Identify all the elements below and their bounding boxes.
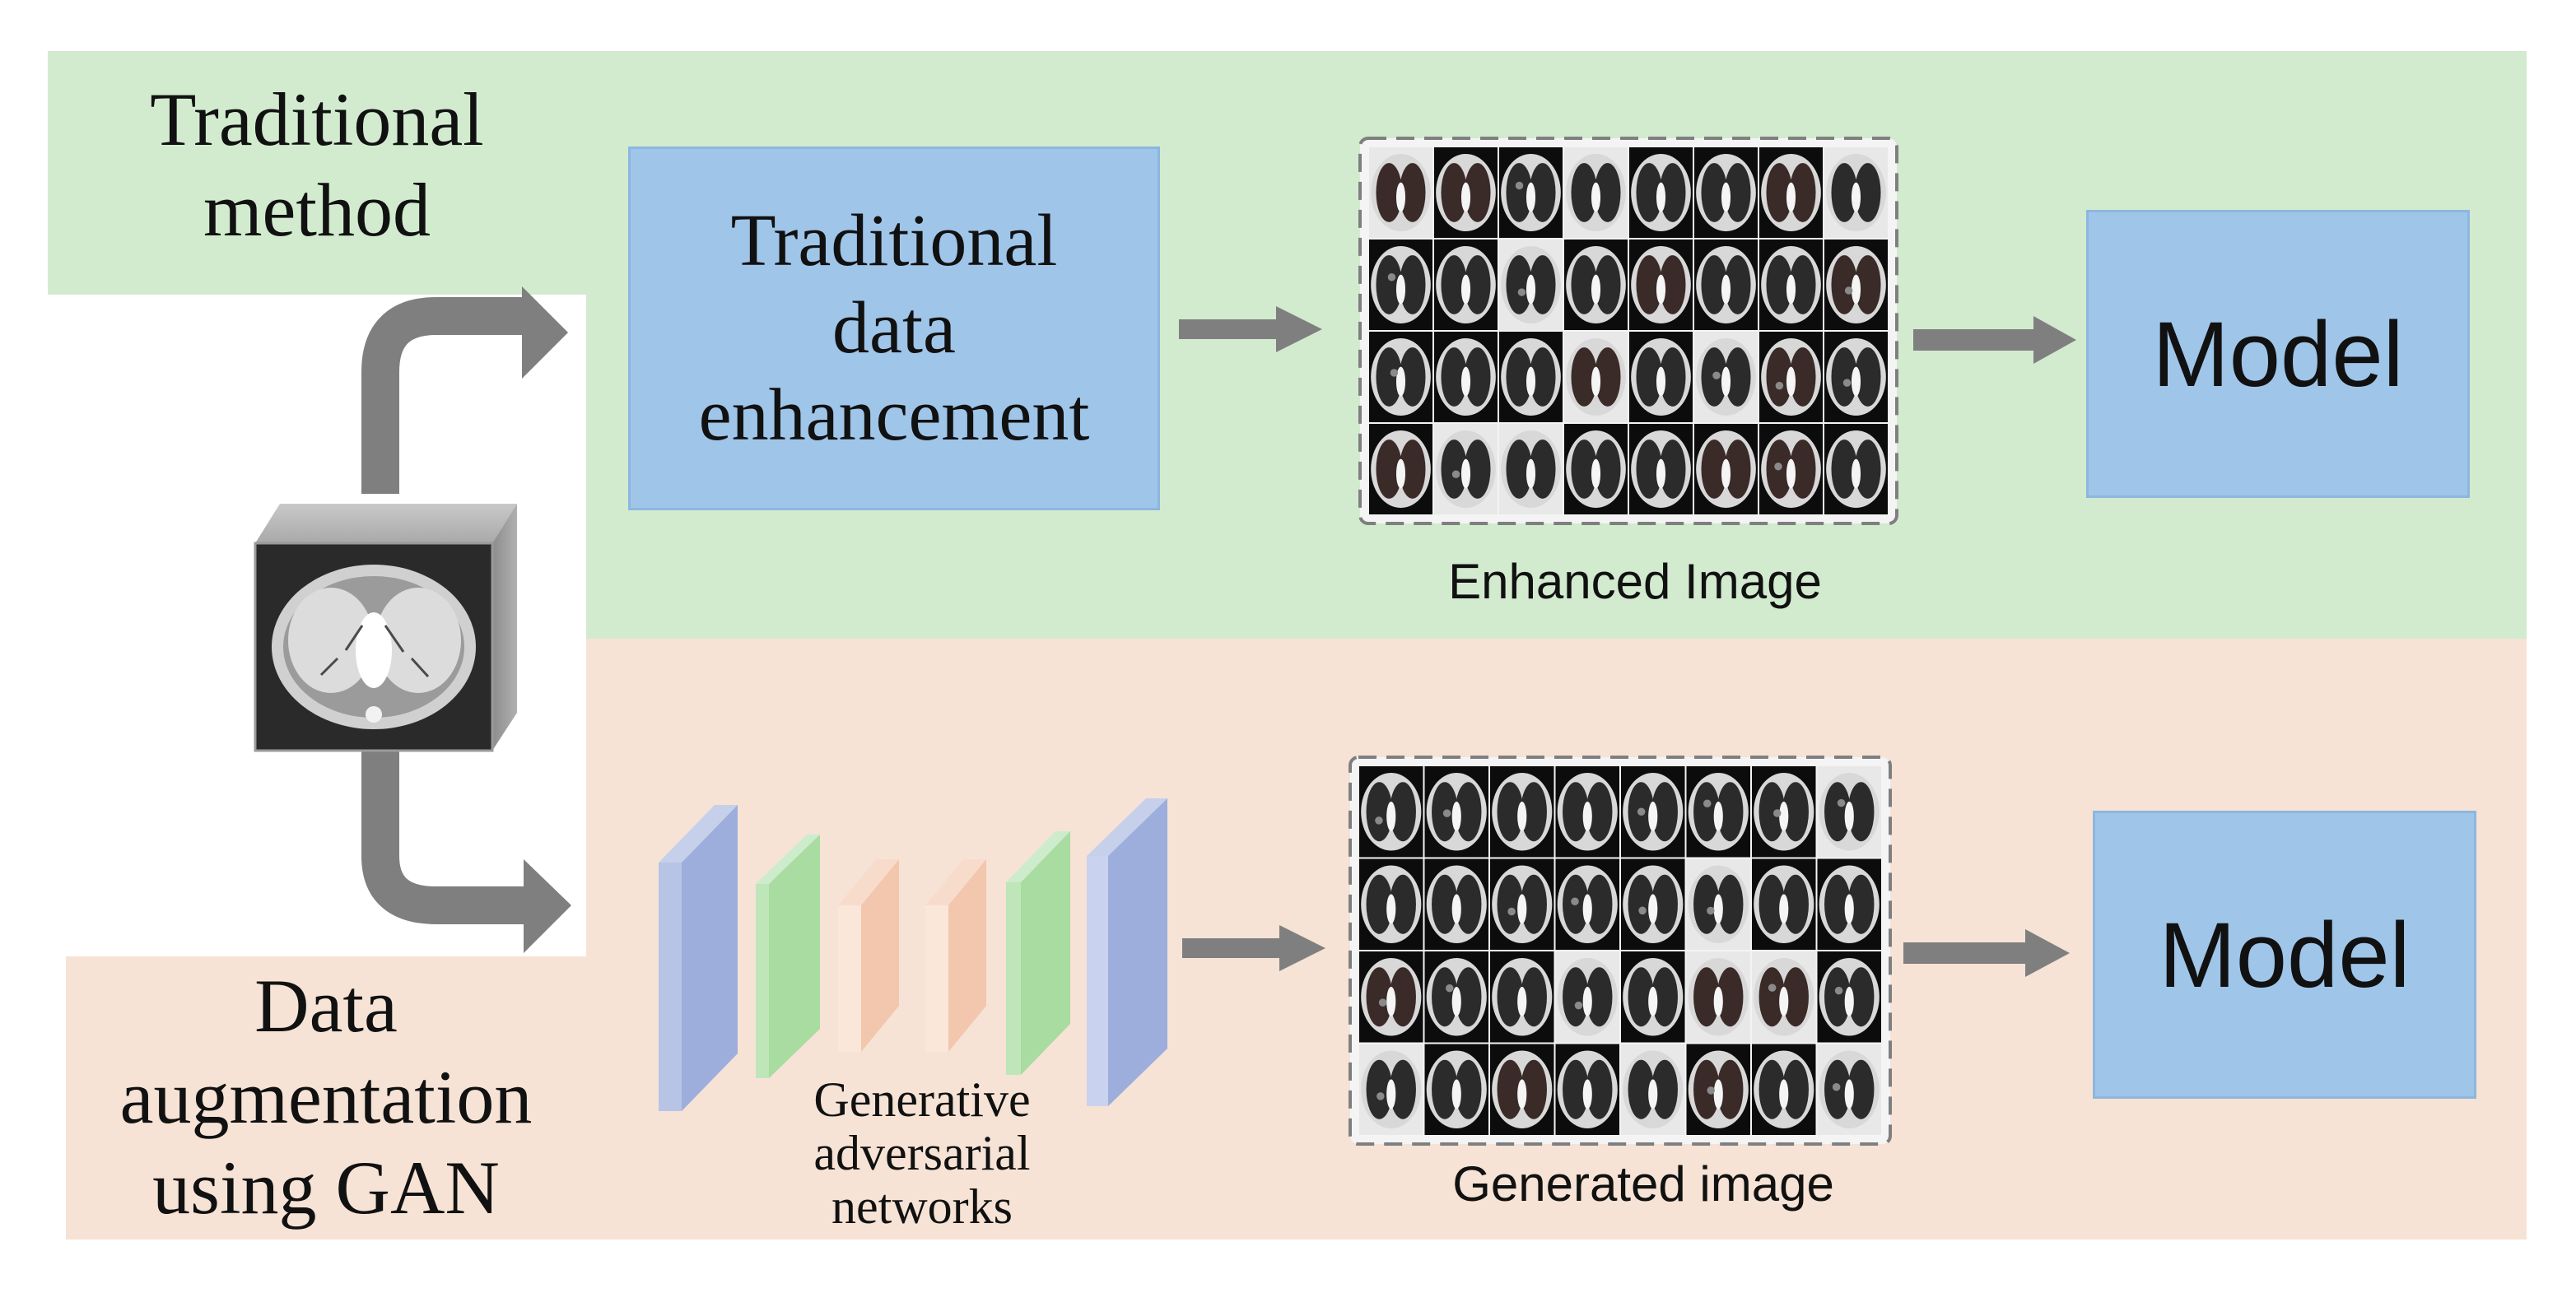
enhanced-image-grid-icon (1358, 137, 1898, 525)
ct-thumbnail (1555, 766, 1619, 858)
ct-thumbnail (1555, 951, 1619, 1043)
ct-thumbnail (1490, 951, 1554, 1043)
ct-thumbnail (1434, 240, 1498, 330)
ct-thumbnail (1629, 424, 1693, 514)
ct-thumbnail (1359, 766, 1423, 858)
model-text-top: Model (2152, 302, 2404, 406)
ct-thumbnail (1490, 1044, 1554, 1135)
ct-thumbnail (1490, 858, 1554, 950)
ct-thumbnail (1621, 766, 1685, 858)
ct-thumbnail (1424, 766, 1488, 858)
gan-network-icon (659, 798, 1167, 1111)
ct-thumbnail (1434, 424, 1498, 514)
branch-arrow-up-icon (361, 286, 568, 494)
ct-thumbnail (1694, 424, 1758, 514)
ct-thumbnail (1686, 951, 1750, 1043)
traditional-method-text: Traditional method (150, 77, 484, 252)
ct-thumbnail (1555, 1044, 1619, 1135)
ct-thumbnail (1564, 147, 1628, 238)
ct-thumbnail (1434, 332, 1498, 422)
ct-thumbnail (1817, 766, 1881, 858)
ct-thumbnail (1499, 424, 1563, 514)
model-box-top: Model (2086, 210, 2470, 498)
generated-image-caption: Generated image (1452, 1156, 1834, 1212)
ct-thumbnail (1369, 332, 1432, 422)
ct-thumbnail (1824, 147, 1888, 238)
ct-thumbnail (1824, 424, 1888, 514)
arrow-right-icon (1182, 925, 1325, 971)
ct-thumbnail (1564, 240, 1628, 330)
ct-thumbnail (1759, 147, 1823, 238)
ct-thumbnail (1424, 951, 1488, 1043)
traditional-enhancement-text: Traditional data enhancement (698, 199, 1090, 457)
ct-thumbnail (1359, 951, 1423, 1043)
ct-thumbnail (1621, 858, 1685, 950)
ct-thumbnail (1686, 1044, 1750, 1135)
ct-thumbnail (1564, 332, 1628, 422)
model-text-bottom: Model (2159, 903, 2411, 1007)
ct-thumbnail (1490, 766, 1554, 858)
ct-thumbnail (1369, 240, 1432, 330)
ct-thumbnail (1817, 951, 1881, 1043)
enhanced-image-caption: Enhanced Image (1448, 554, 1822, 609)
traditional-enhancement-box: Traditional data enhancement (628, 147, 1160, 510)
ct-thumbnail (1499, 240, 1563, 330)
ct-thumbnail (1752, 951, 1816, 1043)
ct-thumbnail (1694, 332, 1758, 422)
ct-thumbnail (1817, 858, 1881, 950)
ct-thumbnail (1424, 1044, 1488, 1135)
ct-scan-cube-icon (254, 504, 517, 752)
ct-thumbnail (1359, 858, 1423, 950)
ct-thumbnail (1686, 766, 1750, 858)
ct-thumbnail (1434, 147, 1498, 238)
ct-thumbnail (1694, 240, 1758, 330)
ct-thumbnail (1759, 240, 1823, 330)
ct-thumbnail (1621, 1044, 1685, 1135)
generated-image-grid-icon (1349, 756, 1892, 1146)
ct-thumbnail (1564, 424, 1628, 514)
traditional-method-label: Traditional method (48, 58, 586, 272)
gan-method-text: Data augmentation using GAN (119, 964, 533, 1230)
ct-thumbnail (1759, 424, 1823, 514)
traditional-label-band (48, 51, 586, 295)
ct-thumbnail (1621, 951, 1685, 1043)
arrow-right-icon (1913, 316, 2076, 364)
ct-thumbnail (1686, 858, 1750, 950)
ct-thumbnail (1694, 147, 1758, 238)
ct-thumbnail (1499, 332, 1563, 422)
ct-thumbnail (1629, 332, 1693, 422)
arrow-right-icon (1179, 306, 1322, 352)
ct-thumbnail (1555, 858, 1619, 950)
ct-thumbnail (1759, 332, 1823, 422)
ct-thumbnail (1752, 766, 1816, 858)
ct-thumbnail (1817, 1044, 1881, 1135)
model-box-bottom: Model (2093, 811, 2476, 1099)
ct-thumbnail (1752, 858, 1816, 950)
arrow-right-icon (1903, 929, 2070, 977)
ct-thumbnail (1629, 240, 1693, 330)
ct-thumbnail (1424, 858, 1488, 950)
gan-label-band (66, 956, 586, 1240)
gan-label: Generative adversarial networks (813, 1072, 1031, 1234)
ct-thumbnail (1629, 147, 1693, 238)
ct-thumbnail (1359, 1044, 1423, 1135)
ct-thumbnail (1752, 1044, 1816, 1135)
ct-thumbnail (1369, 424, 1432, 514)
ct-thumbnail (1824, 332, 1888, 422)
ct-thumbnail (1824, 240, 1888, 330)
ct-thumbnail (1369, 147, 1432, 238)
ct-thumbnail (1499, 147, 1563, 238)
gan-method-label: Data augmentation using GAN (66, 953, 586, 1241)
branch-arrow-down-icon (361, 749, 571, 953)
